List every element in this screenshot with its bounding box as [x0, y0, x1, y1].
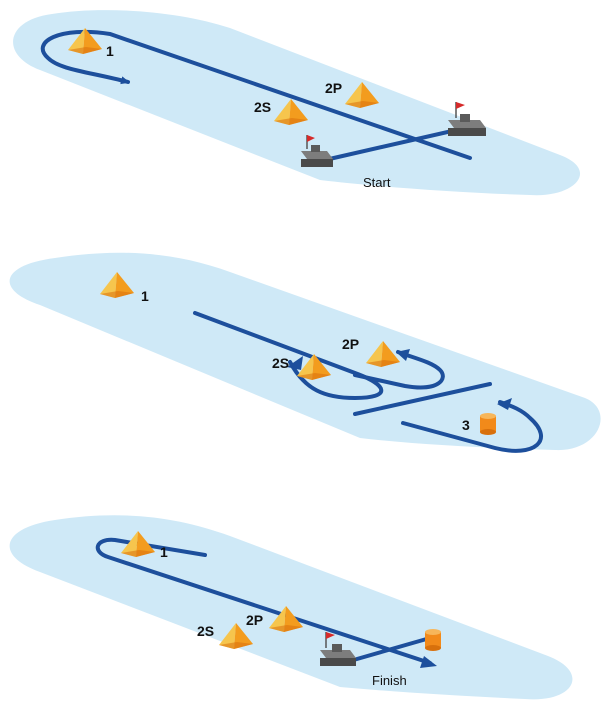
mark-2s-label: 2S — [272, 355, 289, 371]
panel-mid-course: 1 2P 2S 3 — [10, 253, 601, 451]
mark-2p-label: 2P — [342, 336, 359, 352]
flag-icon — [456, 102, 465, 109]
mark-1-label: 1 — [106, 43, 114, 59]
mark-2p-label: 2P — [246, 612, 263, 628]
cylinder-buoy-icon — [480, 413, 496, 435]
panel-start: 1 2P 2S Start — [13, 10, 580, 195]
start-label: Start — [363, 175, 391, 190]
mark-3-label: 3 — [462, 417, 470, 433]
mark-1-label: 1 — [141, 288, 149, 304]
water-area — [13, 10, 580, 195]
mark-1-label: 1 — [160, 544, 168, 560]
mark-2p-label: 2P — [325, 80, 342, 96]
panel-finish: 1 2P 2S Finish — [10, 515, 573, 699]
water-area — [10, 515, 573, 699]
mark-2s-label: 2S — [254, 99, 271, 115]
finish-label: Finish — [372, 673, 407, 688]
water-area — [10, 253, 601, 450]
cylinder-buoy-icon — [425, 629, 441, 651]
mark-2s-label: 2S — [197, 623, 214, 639]
